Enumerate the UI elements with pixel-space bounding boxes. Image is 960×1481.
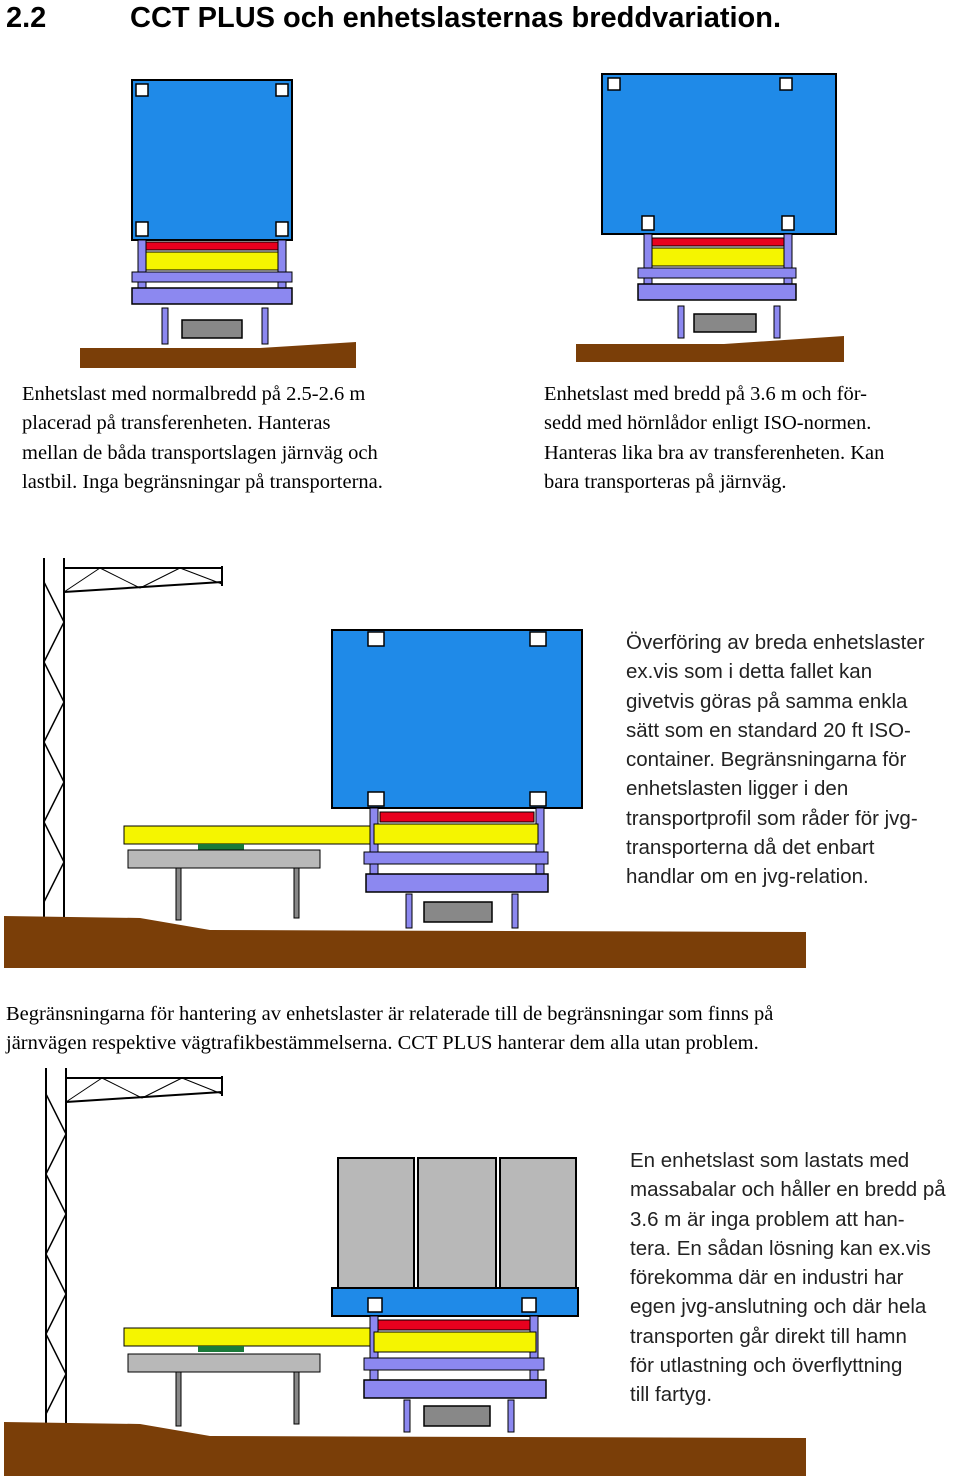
caption-wide-width: Enhetslast med bredd på 3.6 m och för- s… <box>544 380 954 497</box>
truck-with-container-illustration <box>80 79 356 368</box>
caption-line: Enhetslast med bredd på 3.6 m och för- <box>544 383 867 405</box>
caption-line: bara transporteras på järnväg. <box>544 470 787 493</box>
caption-line: sätt som en standard 20 ft ISO- <box>626 718 911 742</box>
caption-line: förekomma där en industri har <box>630 1266 904 1290</box>
pulp-bales-load-illustration <box>331 1157 579 1433</box>
caption-line: Begränsningarna för hantering av enhetsl… <box>6 1003 774 1025</box>
caption-line: massabalar och håller en bredd på <box>630 1178 946 1202</box>
crane-illustration <box>43 558 223 930</box>
caption-line: transportprofil som råder för jvg- <box>626 806 918 830</box>
caption-line: enhetslasten ligger i den <box>626 777 849 801</box>
caption-line: för utlastning och överflyttning <box>630 1354 903 1378</box>
ground-illustration <box>4 916 806 968</box>
caption-line: givetvis göras på samma enkla <box>626 689 908 713</box>
truck-with-wide-container-illustration <box>576 73 844 362</box>
caption-line: 3.6 m är inga problem att han- <box>630 1207 905 1231</box>
caption-line: handlar om en jvg-relation. <box>626 865 869 889</box>
caption-normal-width: Enhetslast med normalbredd på 2.5-2.6 m … <box>22 380 482 497</box>
caption-line: till fartyg. <box>630 1383 713 1407</box>
caption-line: mellan de båda transportslagen järnväg o… <box>22 441 378 464</box>
caption-line: container. Begränsningarna för <box>626 748 907 772</box>
section-heading: 2.2 CCT PLUS och enhetslasternas breddvar… <box>6 0 781 36</box>
wide-container-illustration <box>331 629 583 929</box>
caption-line: placerad på transferenheten. Hanteras <box>22 412 331 435</box>
crane-illustration <box>45 1068 223 1434</box>
caption-line: lastbil. Inga begränsningar på transport… <box>22 470 383 493</box>
caption-pulp-bales: En enhetslast som lastats med massabalar… <box>630 1146 958 1410</box>
caption-line: Enhetslast med normalbredd på 2.5-2.6 m <box>22 383 366 405</box>
caption-line: ex.vis som i detta fallet kan <box>626 660 873 684</box>
caption-line: egen jvg-anslutning och där hela <box>630 1295 927 1319</box>
caption-line: En enhetslast som lastats med <box>630 1149 910 1172</box>
caption-line: transporten går direkt till hamn <box>630 1324 907 1348</box>
caption-line: transporterna då det enbart <box>626 836 875 860</box>
caption-line: Överföring av breda enhetslaster <box>626 631 925 654</box>
section-number: 2.2 <box>6 2 47 34</box>
trailer-illustration <box>123 1327 375 1427</box>
ground-illustration <box>4 1422 806 1476</box>
caption-line: tera. En sådan lösning kan ex.vis <box>630 1236 931 1260</box>
trailer-illustration <box>123 825 375 921</box>
caption-line: Hanteras lika bra av transferenheten. Ka… <box>544 441 885 464</box>
caption-line: sedd med hörnlådor enligt ISO-normen. <box>544 412 872 435</box>
figure-normal-width-load <box>80 79 356 368</box>
caption-limitations: Begränsningarna för hantering av enhetsl… <box>6 1000 956 1059</box>
figure-wide-load <box>576 73 844 362</box>
section-title: CCT PLUS och enhetslasternas breddvariat… <box>130 2 782 34</box>
figure-pulp-bales-scene <box>4 1068 806 1476</box>
caption-transfer: Överföring av breda enhetslaster ex.vis … <box>626 628 956 892</box>
caption-line: järnvägen respektive vägtrafikbestämmels… <box>6 1032 759 1055</box>
figure-transfer-scene <box>4 558 806 968</box>
